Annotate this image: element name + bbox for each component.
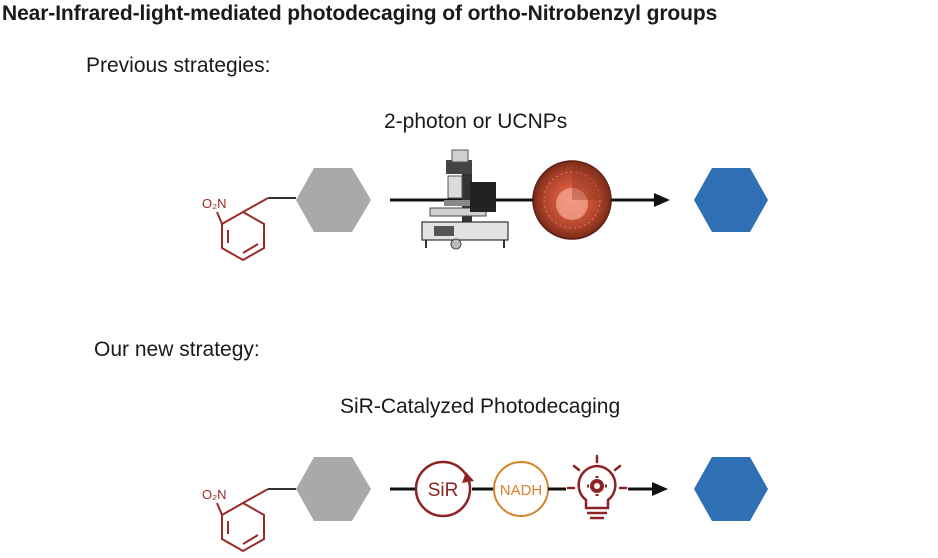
- nadh-label: NADH: [500, 482, 543, 499]
- released-cargo-hexagon-top: [694, 168, 768, 232]
- nanoparticle-icon: [532, 160, 612, 240]
- lightbulb-gear-icon: [566, 454, 628, 520]
- nadh-cofactor: NADH: [493, 461, 549, 517]
- sir-catalyst: SiR: [414, 460, 474, 518]
- caged-cargo-hexagon-bottom: [296, 457, 371, 521]
- arrowhead-bottom: [652, 482, 668, 496]
- microscope-icon: [421, 149, 509, 250]
- caged-cargo-hexagon-top: [296, 168, 371, 232]
- page-title: Near-Infrared-light-mediated photodecagi…: [2, 2, 718, 25]
- sir-label: SiR: [428, 480, 459, 501]
- arrowhead-top: [654, 193, 670, 207]
- released-cargo-hexagon-bottom: [694, 457, 768, 521]
- previous-strategies-heading: Previous strategies:: [86, 54, 271, 77]
- nitrobenzyl-structure-top: O₂N: [202, 196, 296, 262]
- nitro-group-label: O₂N: [202, 487, 227, 502]
- new-strategy-heading: Our new strategy:: [94, 338, 260, 361]
- nitrobenzyl-structure-bottom: O₂N: [202, 487, 296, 553]
- previous-method-label: 2-photon or UCNPs: [384, 110, 568, 133]
- new-method-label: SiR-Catalyzed Photodecaging: [340, 395, 621, 418]
- nitro-group-label: O₂N: [202, 196, 227, 211]
